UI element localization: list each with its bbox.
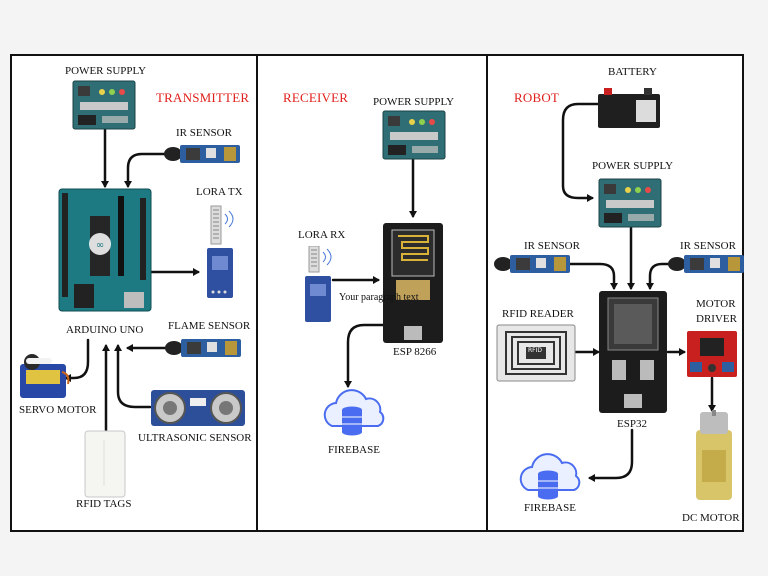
esp8266-board (383, 223, 443, 343)
label-ultrasonic-sensor: ULTRASONIC SENSOR (138, 432, 252, 444)
robot-ir-sensor-left (494, 255, 570, 273)
label-motor-driver-line2: DRIVER (696, 313, 737, 325)
label-esp32: ESP32 (617, 418, 647, 430)
rx-power-supply-module (382, 110, 446, 160)
label-robot-firebase: FIREBASE (524, 502, 576, 514)
rfid-reader-chip-text: RFID (528, 347, 543, 354)
esp8266-overlay-text: Your paragraph text (339, 292, 419, 303)
lora-rx-module (305, 246, 332, 322)
label-battery: BATTERY (608, 66, 657, 78)
robot-ir-sensor-right (668, 255, 744, 273)
divider-transmitter-receiver (256, 54, 258, 532)
battery-image (598, 88, 660, 128)
tx-ir-sensor-module (164, 145, 240, 163)
label-dc-motor: DC MOTOR (682, 512, 740, 524)
rfid-reader-image (496, 324, 576, 382)
robot-firebase-icon (519, 453, 581, 500)
label-rfid-tags: RFID TAGS (76, 498, 132, 510)
label-tx-power-supply: POWER SUPPLY (65, 65, 147, 77)
tx-power-supply-module (72, 80, 136, 130)
rx-firebase-icon (323, 389, 385, 436)
label-lora-rx: LORA RX (298, 229, 346, 241)
dc-motor-image (696, 410, 732, 500)
label-rfid-reader: RFID READER (502, 308, 574, 320)
label-rx-firebase: FIREBASE (328, 444, 380, 456)
rfid-tag-card (84, 430, 126, 498)
label-flame-sensor: FLAME SENSOR (168, 320, 251, 332)
robot-power-supply-module (598, 178, 662, 228)
label-arduino-uno: ARDUINO UNO (66, 324, 144, 336)
lora-tx-module (207, 205, 234, 298)
label-servo-motor: SERVO MOTOR (19, 404, 97, 416)
label-robot-ir-sensor-left: IR SENSOR (524, 240, 580, 252)
ultrasonic-sensor-module (151, 390, 245, 426)
servo-motor-image (20, 354, 70, 398)
label-tx-ir-sensor: IR SENSOR (176, 127, 232, 139)
flame-sensor-module (165, 339, 241, 357)
section-label-robot: ROBOT (514, 90, 560, 105)
label-robot-power-supply: POWER SUPPLY (592, 160, 674, 172)
label-esp8266: ESP 8266 (393, 346, 437, 358)
label-rx-power-supply: POWER SUPPLY (373, 96, 455, 108)
arduino-uno-board: ∞ (58, 188, 152, 312)
svg-text:∞: ∞ (96, 240, 104, 251)
section-label-transmitter: TRANSMITTER (156, 90, 250, 105)
label-robot-ir-sensor-right: IR SENSOR (680, 240, 736, 252)
section-label-receiver: RECEIVER (283, 90, 349, 105)
label-lora-tx: LORA TX (196, 186, 243, 198)
divider-receiver-robot (486, 54, 488, 532)
motor-driver-board (687, 331, 737, 377)
label-motor-driver-line1: MOTOR (696, 298, 736, 310)
esp32-board (599, 291, 667, 413)
